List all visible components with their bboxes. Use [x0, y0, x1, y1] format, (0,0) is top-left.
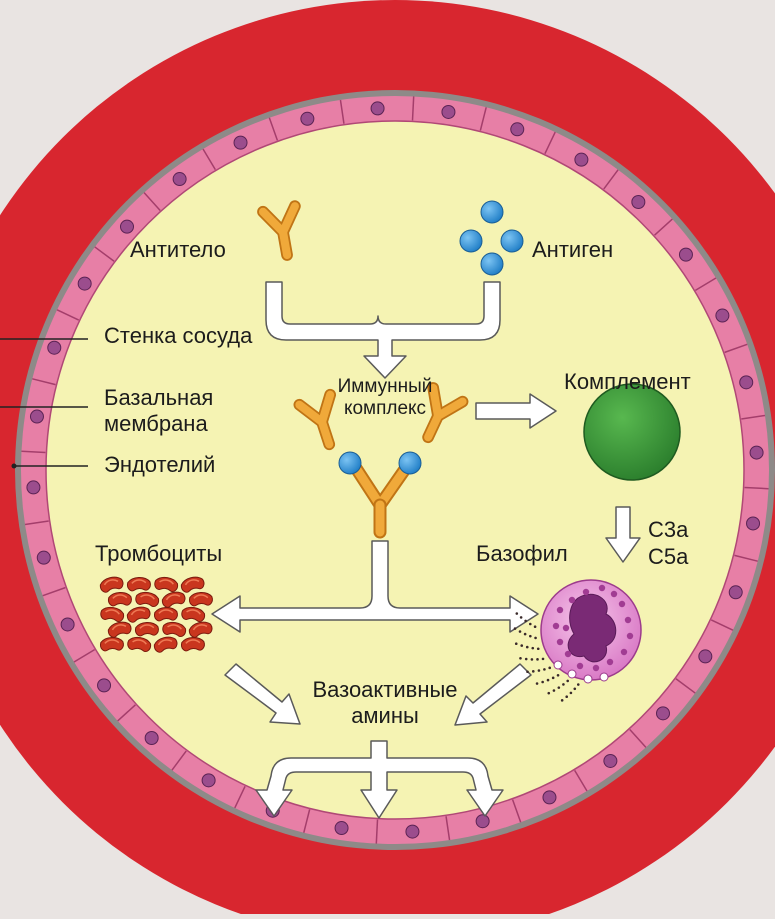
c3a-label: C3a [648, 517, 688, 543]
basophil-label: Базофил [476, 541, 568, 567]
c5a-label: C5a [648, 544, 688, 570]
vasoactive-amines-label-line1: Вазоактивные [300, 677, 470, 703]
vessel-wall-label: Стенка сосуда [104, 323, 252, 349]
antibody-label: Антитело [130, 237, 226, 263]
platelets-label: Тромбоциты [95, 541, 222, 567]
immune-complex-label-line2: комплекс [325, 398, 445, 420]
endothelium-pointer-dot [12, 464, 17, 469]
basal-membrane-label-line2: мембрана [104, 411, 208, 437]
antigen-label: Антиген [532, 237, 613, 263]
vasoactive-amines-label-line2: амины [300, 703, 470, 729]
endothelium-label: Эндотелий [104, 452, 215, 478]
complement-icon [584, 384, 680, 480]
basal-membrane-label-line1: Базальная [104, 385, 213, 411]
immune-complex-label-line1: Иммунный [325, 376, 445, 398]
complement-label: Комплемент [564, 369, 691, 395]
